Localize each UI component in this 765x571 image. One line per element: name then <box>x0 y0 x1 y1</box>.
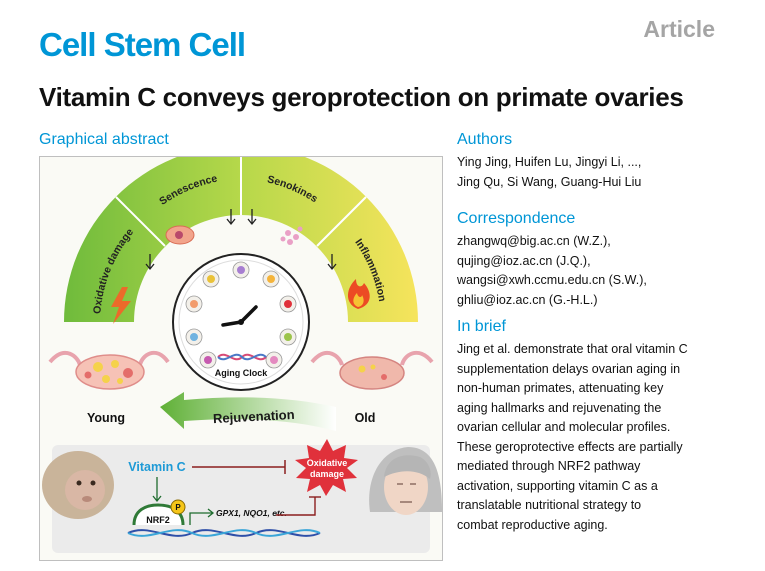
woman-icon <box>369 447 442 515</box>
oxidative-damage-burst-icon <box>295 439 358 496</box>
nrf2-label: NRF2 <box>146 515 170 525</box>
journal-name: Cell Stem Cell <box>39 26 246 63</box>
in-brief-line: aging hallmarks and rejuvenating the <box>457 400 662 415</box>
correspondence-heading: Correspondence <box>457 210 576 227</box>
in-brief-line: These geroprotective effects are partial… <box>457 439 683 454</box>
rejuvenation-arrow <box>160 392 336 431</box>
target-genes-label: GPX1, NQO1, etc. <box>216 508 287 518</box>
in-brief-line: activation, supporting vitamin C as a <box>457 478 658 493</box>
authors-line: Jing Qu, Si Wang, Guang-Hui Liu <box>457 174 642 189</box>
young-label: Young <box>87 411 125 425</box>
aging-clock-label: Aging Clock <box>215 368 268 378</box>
in-brief-line: ovarian cellular and molecular profiles. <box>457 420 671 434</box>
down-arrows <box>145 209 337 271</box>
flame-icon <box>347 279 370 309</box>
burst-label-line-1: Oxidative <box>307 458 348 468</box>
rejuvenation-label: Rejuvenation <box>213 407 295 426</box>
monkey-icon <box>42 451 114 519</box>
in-brief-line: translatable nutritional strategy to <box>457 498 642 512</box>
aging-clock <box>172 253 310 391</box>
in-brief-line: combat reproductive aging. <box>457 517 608 532</box>
correspondence-email[interactable]: wangsi@xwh.ccmu.edu.cn (S.W.), <box>457 273 647 287</box>
dna-strand-icon <box>127 529 321 537</box>
young-ovary-icon <box>48 350 170 390</box>
activation-arrow <box>152 477 162 503</box>
graphical-abstract-heading: Graphical abstract <box>39 131 169 148</box>
gene-inhibition-line <box>276 496 321 516</box>
correspondence-email[interactable]: ghliu@ioz.ac.cn (G.-H.L.) <box>457 292 598 307</box>
senescent-cell-icon <box>165 225 195 245</box>
old-ovary-icon <box>310 350 434 390</box>
in-brief-line: supplementation delays ovarian aging in <box>457 361 681 376</box>
nrf2-protein-icon <box>132 503 185 526</box>
inhibition-arrow <box>192 460 286 474</box>
in-brief-line: Jing et al. demonstrate that oral vitami… <box>457 342 688 356</box>
in-brief-line: non-human primates, attenuating key <box>457 381 664 395</box>
authors-list: Ying Jing, Huifen Lu, Jingyi Li, ..., Ji… <box>457 153 641 192</box>
authors-line: Ying Jing, Huifen Lu, Jingyi Li, ..., <box>457 155 642 169</box>
correspondence-email[interactable]: zhangwq@big.ac.cn (W.Z.), <box>457 234 611 248</box>
article-title: Vitamin C conveys geroprotection on prim… <box>39 82 684 112</box>
correspondence-list: zhangwq@big.ac.cn (W.Z.), qujing@ioz.ac.… <box>457 232 647 310</box>
phosphate-icon <box>170 499 186 515</box>
old-label: Old <box>355 411 376 425</box>
article-type-label: Article <box>643 16 715 42</box>
lightning-icon <box>111 287 131 324</box>
phosphate-label: P <box>175 503 181 512</box>
graphical-abstract: Oxidative damage Senescence Senokines In… <box>39 156 443 561</box>
transcription-arrow <box>189 508 215 525</box>
authors-heading: Authors <box>457 131 513 148</box>
vitamin-c-label: Vitamin C <box>128 460 185 474</box>
in-brief-text: Jing et al. demonstrate that oral vitami… <box>457 340 688 535</box>
correspondence-email[interactable]: qujing@ioz.ac.cn (J.Q.), <box>457 253 591 268</box>
burst-label-line-2: damage <box>310 469 344 479</box>
in-brief-heading: In brief <box>457 318 506 335</box>
senokine-dots-icon <box>280 226 303 245</box>
in-brief-line: mediated through NRF2 pathway <box>457 459 641 473</box>
